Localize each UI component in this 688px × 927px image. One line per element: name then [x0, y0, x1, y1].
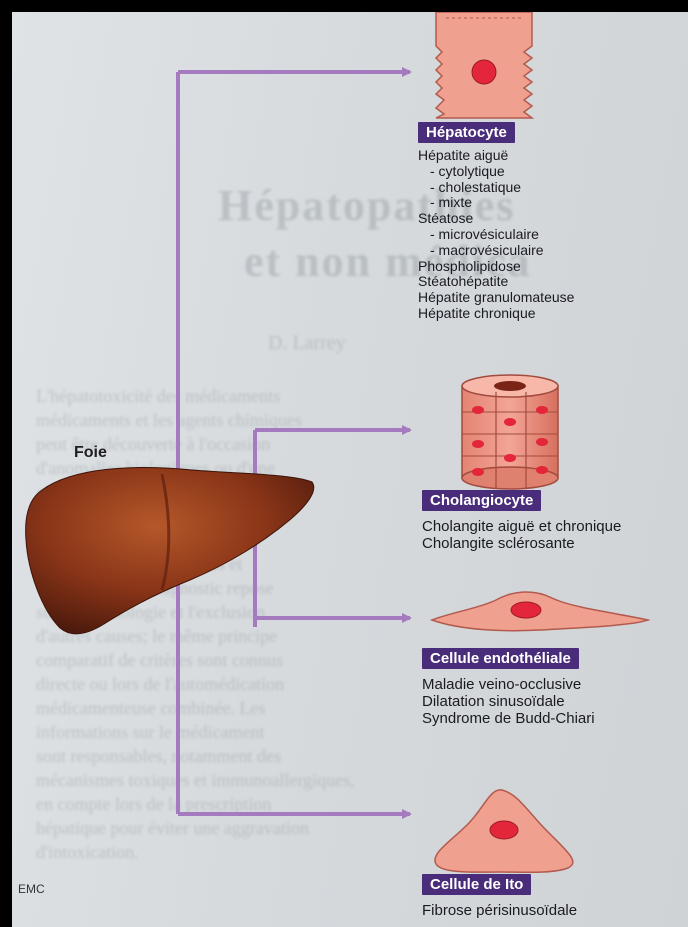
ito-label: Cellule de Ito: [422, 874, 531, 895]
lesion-item: Syndrome de Budd-Chiari: [422, 710, 595, 727]
endothelial-cell-illustration: [432, 592, 648, 631]
lesion-item: Cholangite sclérosante: [422, 535, 621, 552]
lesion-item: Hépatite aiguë: [418, 148, 574, 164]
lesion-item: Stéatohépatite: [418, 274, 574, 290]
lesion-item: - cholestatique: [418, 180, 574, 196]
lesion-item: Stéatose: [418, 211, 574, 227]
hepatocyte-lesion-list: Hépatite aiguë- cytolytique- cholestatiq…: [418, 148, 574, 322]
lesion-item: Hépatite granulomateuse: [418, 290, 574, 306]
lesion-item: Phospholipidose: [418, 259, 574, 275]
lesion-item: - microvésiculaire: [418, 227, 574, 243]
lesion-item: Cholangite aiguë et chronique: [422, 518, 621, 535]
hepatocyte-label: Hépatocyte: [418, 122, 515, 143]
lesion-item: - cytolytique: [418, 164, 574, 180]
lesion-item: Maladie veino-occlusive: [422, 676, 595, 693]
lesion-item: - mixte: [418, 195, 574, 211]
cholangiocyte-label: Cholangiocyte: [422, 490, 541, 511]
organ-label: Foie: [74, 444, 107, 462]
publisher-mark: EMC: [18, 882, 45, 896]
lesion-item: Dilatation sinusoïdale: [422, 693, 595, 710]
endothelial-label: Cellule endothéliale: [422, 648, 579, 669]
lesion-item: - macrovésiculaire: [418, 243, 574, 259]
figure-graphics: [12, 12, 688, 927]
lesion-item: Hépatite chronique: [418, 306, 574, 322]
lesion-item: Fibrose périsinusoïdale: [422, 902, 577, 919]
connector-lines: [178, 72, 410, 814]
hepatocyte-illustration: [436, 12, 532, 118]
ito-lesion-list: Fibrose périsinusoïdale: [422, 902, 577, 919]
cholangiocyte-illustration: [462, 375, 558, 489]
textbook-page: Hépatopathies et non médica D. Larrey L'…: [12, 12, 688, 927]
ito-cell-illustration: [435, 790, 573, 872]
